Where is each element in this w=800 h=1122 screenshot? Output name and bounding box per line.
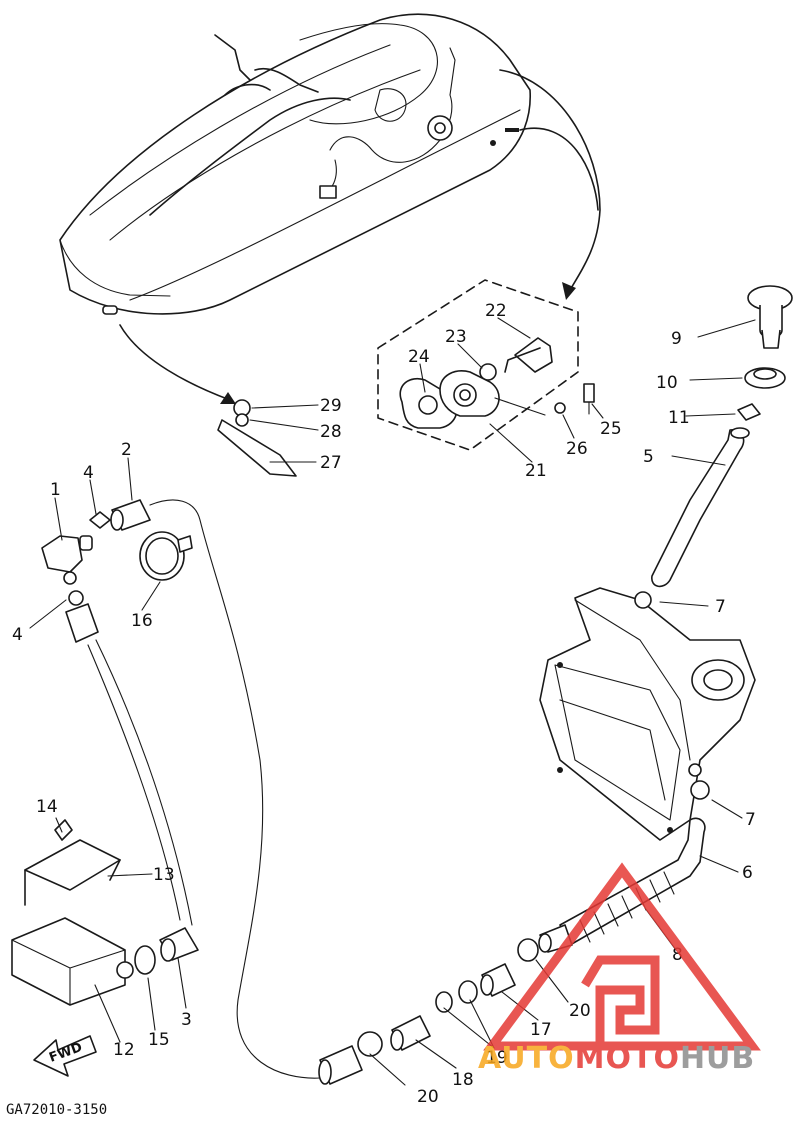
- part-label: 18: [452, 1070, 474, 1090]
- part-label: 6: [742, 863, 753, 883]
- part-label: 2: [121, 440, 132, 460]
- part-label: 28: [320, 422, 342, 442]
- watermark-word-moto: MOTO: [575, 1041, 680, 1076]
- drawing-code: GA72010-3150: [6, 1102, 107, 1118]
- filler-cap-group: [651, 285, 793, 588]
- part-label: 22: [485, 301, 507, 321]
- part-label: 25: [600, 419, 622, 439]
- watercraft-hull: [59, 13, 531, 315]
- part-label: 26: [566, 439, 588, 459]
- part-label: 20: [417, 1087, 439, 1107]
- watermark-word-hub: HUB: [680, 1041, 755, 1076]
- part-label: 11: [668, 408, 690, 428]
- part-label: 1: [50, 480, 61, 500]
- part-label: 5: [643, 447, 654, 467]
- part-labels: 1 2 3 4 4 5 6 7 7 8 9 10 11 12 13 14 15 …: [12, 301, 756, 1107]
- tubes: [87, 499, 321, 1079]
- part-label: 15: [148, 1030, 170, 1050]
- part-label: 19: [486, 1048, 508, 1068]
- triangle-logo-icon: [483, 862, 761, 1051]
- pump-housing: [539, 587, 756, 841]
- part-label: 21: [525, 461, 547, 481]
- part-label: 4: [83, 463, 94, 483]
- part-label: 14: [36, 797, 58, 817]
- left-fittings: [41, 499, 193, 643]
- fittings-bottom: [318, 938, 539, 1085]
- part-label: 24: [408, 347, 430, 367]
- pointer-arrows: [119, 69, 601, 404]
- watermark-text: AUTOMOTOHUB: [478, 1041, 755, 1076]
- part-label: 10: [656, 373, 678, 393]
- part-label: 13: [153, 865, 175, 885]
- part-label: 29: [320, 396, 342, 416]
- part-label: 17: [530, 1020, 552, 1040]
- part-label: 7: [745, 810, 756, 830]
- part-label: 9: [671, 329, 682, 349]
- part-label: 7: [715, 597, 726, 617]
- watermark-logo: AUTOMOTOHUB: [478, 862, 761, 1076]
- part-label: 27: [320, 453, 342, 473]
- part-label: 16: [131, 611, 153, 631]
- watermark-word-auto: AUTO: [478, 1041, 575, 1076]
- filter-box-group: [11, 819, 199, 1006]
- part-label: 20: [569, 1001, 591, 1021]
- part-label: 12: [113, 1040, 135, 1060]
- part-label: 23: [445, 327, 467, 347]
- leader-lines: [29, 317, 756, 1086]
- fwd-arrow: FWD: [33, 1035, 97, 1077]
- part-label: 3: [181, 1010, 192, 1030]
- corrugated-hose: [538, 817, 706, 953]
- part-label: 8: [672, 945, 683, 965]
- hose-plate-group: [377, 279, 595, 451]
- bracket-group: [217, 399, 297, 477]
- part-label: 4: [12, 625, 23, 645]
